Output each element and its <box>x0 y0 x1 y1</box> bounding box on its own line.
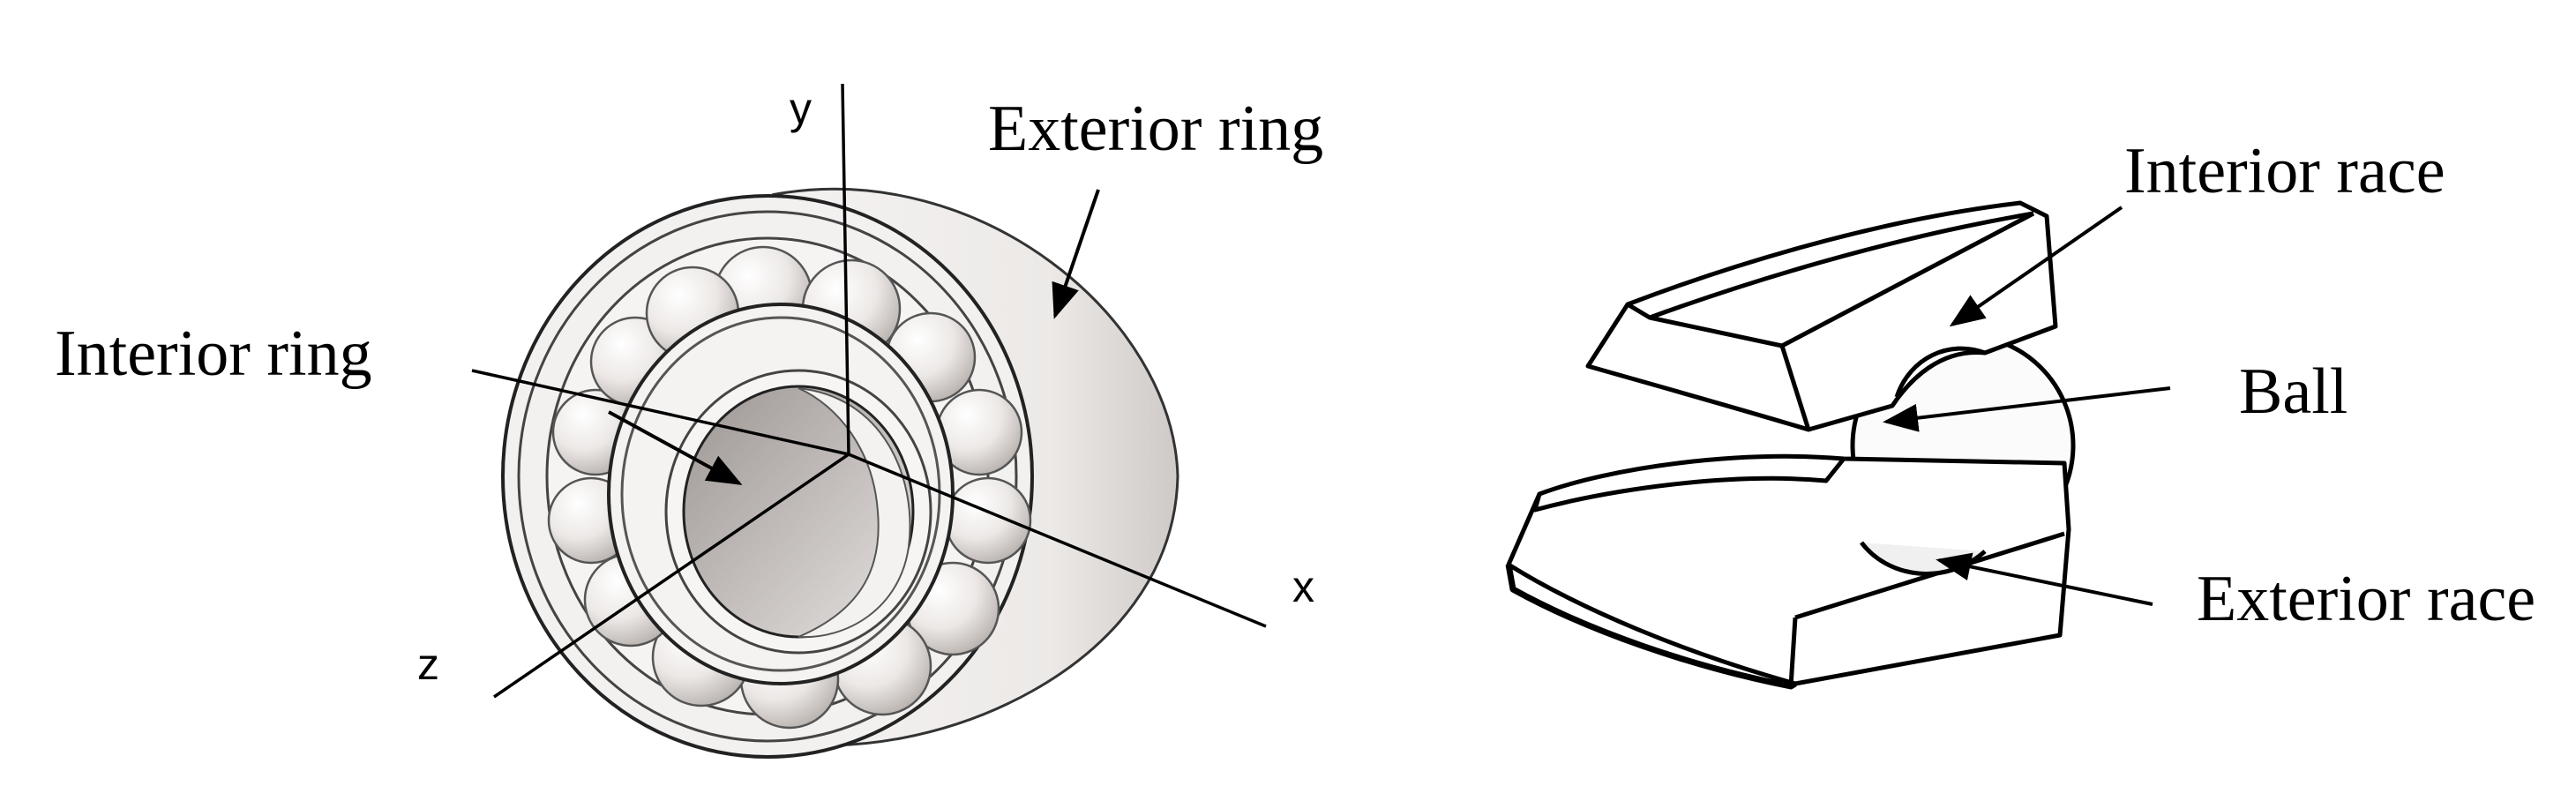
interior-race-arrow <box>1949 206 2123 327</box>
ball-bearing: y x z Exterior ring Interior ring <box>55 83 1323 759</box>
interior-ring-axis-line <box>471 369 850 456</box>
ball-arrow <box>1883 386 2171 432</box>
interior-race-block <box>1585 200 2058 432</box>
exterior-ring-label: Exterior ring <box>988 93 1323 165</box>
y-axis-label: y <box>790 84 812 133</box>
y-axis <box>841 83 850 455</box>
coordinate-axes <box>471 83 1267 699</box>
z-axis-label: z <box>417 640 439 689</box>
z-axis <box>493 453 850 699</box>
x-axis-label: x <box>1292 562 1314 611</box>
interior-race-label: Interior race <box>2124 135 2445 207</box>
exterior-race-label: Exterior race <box>2197 563 2535 635</box>
exterior-ring-arrow <box>1052 189 1100 319</box>
ball-label: Ball <box>2239 356 2348 428</box>
exterior-race-block <box>1505 453 2071 690</box>
interior-ring-label: Interior ring <box>55 318 372 390</box>
x-axis <box>848 453 1267 628</box>
race-section <box>1505 200 2076 690</box>
exterior-race-arrow <box>1936 552 2153 606</box>
interior-ring-arrow <box>608 410 743 485</box>
